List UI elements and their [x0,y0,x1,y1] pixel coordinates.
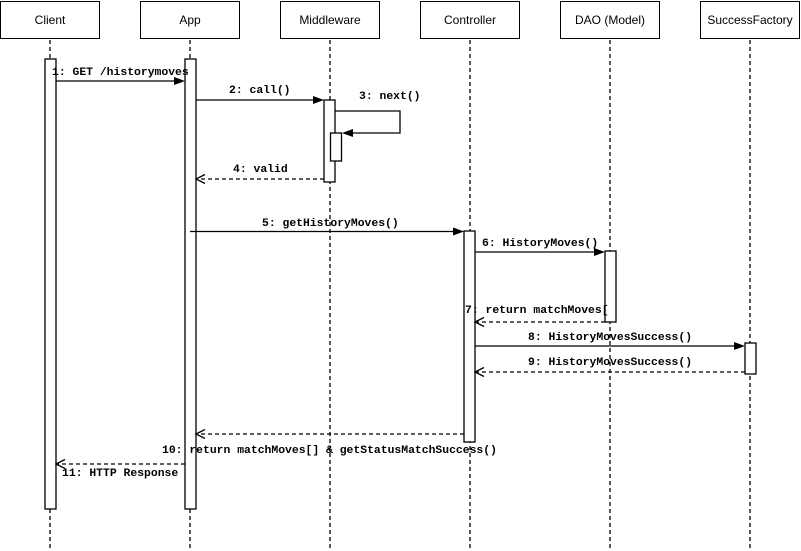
message-label-2: 2: call() [229,85,291,97]
arrowhead-7 [473,316,485,328]
message-label-1: 1: GET /historymoves [52,67,189,79]
arrowhead-11 [54,458,66,470]
message-label-6: 6: HistoryMoves() [482,238,599,250]
message-line-3 [335,110,401,134]
message-label-10: 10: return matchMoves[] & getStatusMatch… [162,445,497,457]
activation-bar-middleware-nested [329,132,343,162]
participant-label: SuccessFactory [707,13,793,27]
message-label-8: 8: HistoryMovesSuccess() [528,332,693,344]
arrowhead-2 [313,96,324,104]
message-label-9: 9: HistoryMovesSuccess() [528,357,693,369]
arrowhead-9 [473,366,485,378]
participant-label: Client [34,13,66,27]
participant-box-controller: Controller [420,1,520,39]
message-label-7: 7: return matchMoves[ [465,305,609,317]
activation-bar-dao [604,250,617,323]
arrowhead-10 [194,428,206,440]
participant-label: Middleware [299,13,361,27]
participant-label: DAO (Model) [574,13,645,27]
activation-bar-controller [463,230,476,443]
participant-box-app: App [140,1,240,39]
message-label-3: 3: next() [359,91,421,103]
activation-bar-app [184,58,197,510]
activation-bar-client [44,58,57,510]
activation-bar-successfactory [744,342,757,375]
message-label-11: 11: HTTP Response [62,468,179,480]
message-label-5: 5: getHistoryMoves() [262,218,399,230]
participant-box-client: Client [0,1,100,39]
participant-label: App [179,13,201,27]
participant-box-dao: DAO (Model) [560,1,660,39]
arrowhead-4 [194,173,206,185]
participant-label: Controller [443,13,497,27]
arrowhead-5 [453,227,464,236]
arrowhead-3 [342,129,353,137]
arrowhead-8 [734,342,745,350]
message-label-4: 4: valid [233,164,288,176]
participant-box-middleware: Middleware [280,1,380,39]
arrowhead-6 [594,248,605,256]
participant-box-successfactory: SuccessFactory [700,1,800,39]
arrowhead-1 [174,77,185,85]
